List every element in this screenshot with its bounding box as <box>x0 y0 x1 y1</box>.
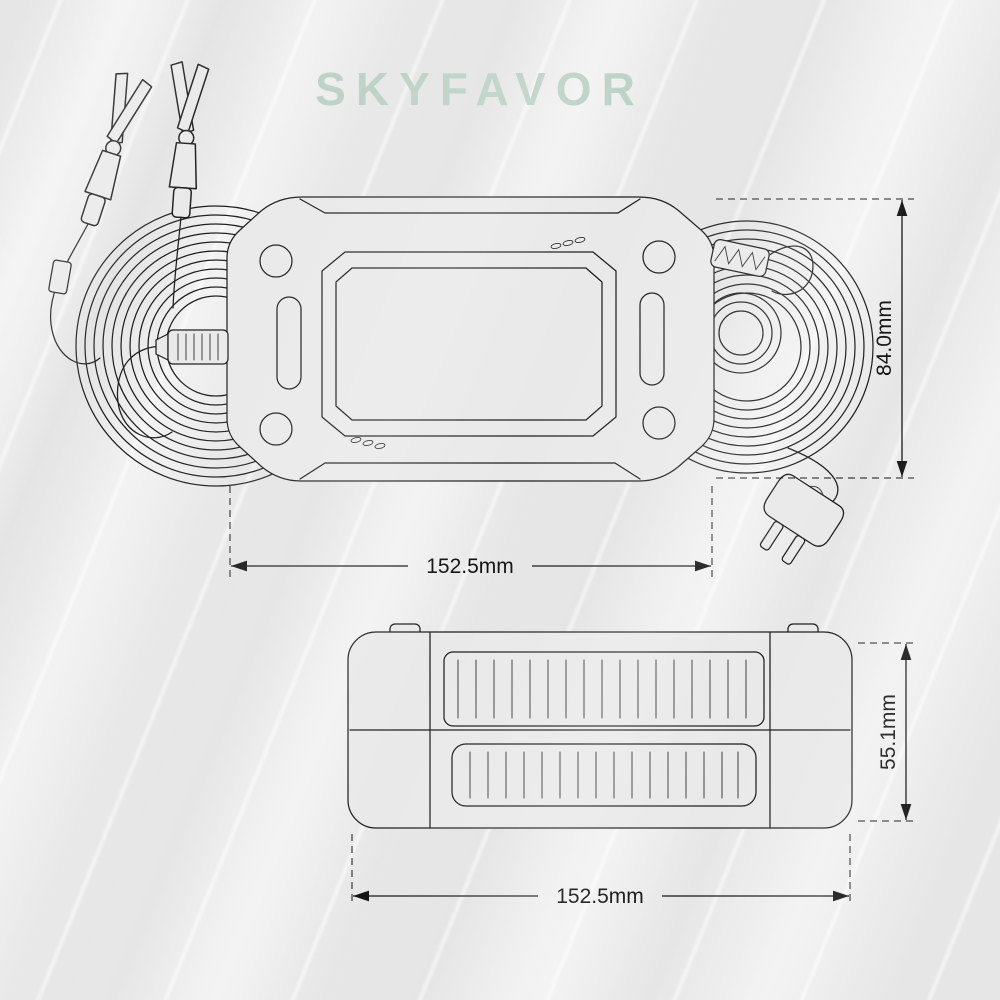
power-plug <box>759 447 845 565</box>
side-vent-panel-lower <box>451 743 757 807</box>
dimension-side-height: 55.1mm <box>858 642 916 822</box>
input-connector <box>116 329 229 439</box>
dimension-label-side-width: 152.5mm <box>556 885 644 908</box>
alligator-clip-right <box>159 60 210 220</box>
cable-adapter-top-right <box>710 238 814 296</box>
top-view-drawing <box>48 60 874 565</box>
cable-coil-left <box>75 205 357 487</box>
side-vent-panel-upper <box>443 651 765 727</box>
body-bottom-seam <box>299 462 641 480</box>
plug-prong <box>781 535 806 565</box>
dimension-top-height: 84.0mm <box>716 198 914 479</box>
body-slot-right <box>639 292 665 386</box>
body-screw-hole <box>642 240 676 274</box>
body-slot-left <box>276 296 302 390</box>
body-screw-hole <box>642 406 676 440</box>
side-vent-slats-upper <box>457 659 747 719</box>
brand-logo-text: SKYFAVOR <box>315 63 645 115</box>
body-screw-hole <box>259 244 293 278</box>
body-screw-hole <box>259 412 293 446</box>
side-view-drawing <box>347 623 853 829</box>
body-top-seam <box>299 198 641 214</box>
dimension-label-top-width: 152.5mm <box>426 555 514 578</box>
plug-prong <box>759 520 784 551</box>
charger-body-top <box>226 196 715 482</box>
body-display-window <box>335 267 603 421</box>
dimension-label-top-height: 84.0mm <box>873 300 896 376</box>
side-vent-slats-lower <box>469 751 739 799</box>
alligator-clip-left <box>68 69 155 231</box>
dimension-top-width: 152.5mm <box>229 486 713 578</box>
body-center-panel <box>321 251 617 437</box>
inline-fuse <box>48 259 72 295</box>
clip-wires <box>48 216 182 365</box>
dimension-label-side-height: 55.1mm <box>877 694 900 770</box>
body-vent-dots <box>350 236 586 450</box>
dimension-side-width: 152.5mm <box>351 834 851 908</box>
